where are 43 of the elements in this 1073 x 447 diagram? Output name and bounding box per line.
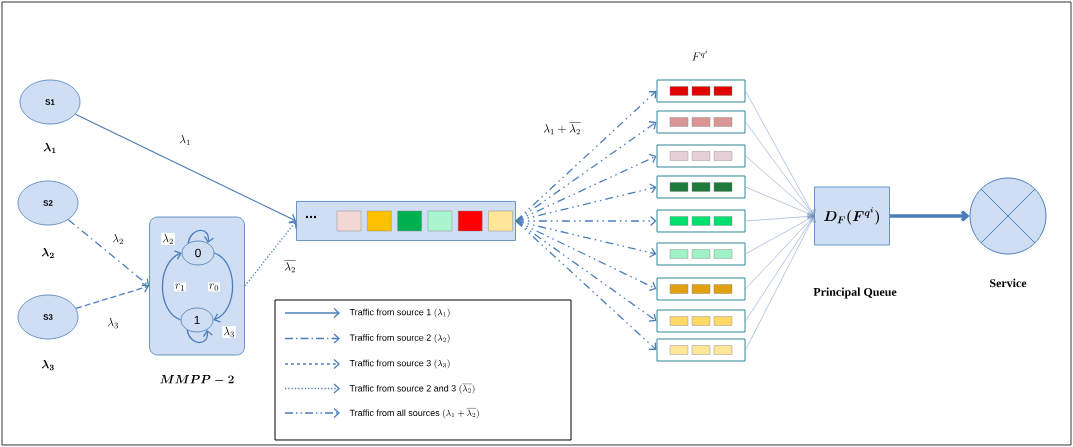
edge-label: $r_1$ xyxy=(174,282,186,292)
legend-text: $\text{Traffic from source 2 and 3 }(\overline{\lambda_2})$ xyxy=(349,383,475,394)
arrow xyxy=(74,113,297,224)
arrow xyxy=(75,282,150,310)
node-label: $\boldsymbol{MMPP-2}$ xyxy=(160,375,234,384)
principal-queue-box: $\boldsymbol{D_F(F^{q^i})}$ xyxy=(814,186,890,246)
node-caption: Principal Queue xyxy=(813,287,897,299)
node-caption: $\boldsymbol{\lambda_3}$ xyxy=(41,359,54,371)
arrow xyxy=(244,221,297,287)
arrow xyxy=(745,216,816,351)
edge-label: $\lambda_2$ xyxy=(111,232,125,246)
arrow xyxy=(187,229,214,244)
arrow xyxy=(515,153,657,222)
arrow xyxy=(515,91,657,222)
edge-label: $\overline{\lambda_2}$ xyxy=(283,258,297,274)
arrow xyxy=(515,220,657,258)
arrow xyxy=(745,155,815,217)
arrow xyxy=(161,250,182,321)
arrow xyxy=(213,252,234,323)
node-caption: Service xyxy=(990,278,1027,288)
edge-label: $r_0$ xyxy=(208,282,220,292)
arrow xyxy=(515,220,657,350)
edge-label: $\lambda_1$ xyxy=(178,133,192,147)
arrow xyxy=(745,214,814,255)
edge-label: $\lambda_3$ xyxy=(106,316,120,330)
arrow xyxy=(745,211,814,222)
arrow xyxy=(186,329,213,344)
node-caption: $\boldsymbol{\lambda_2}$ xyxy=(41,247,54,259)
service-circle xyxy=(969,177,1047,255)
arrow xyxy=(745,216,815,290)
legend-text: $\text{Traffic from source 3 }(\lambda_3)$ xyxy=(349,359,450,369)
legend-text: $\text{Traffic from source 2 }(\lambda_2)$ xyxy=(349,334,450,343)
edge-label: $\lambda_1+\overline{\lambda_2}$ xyxy=(542,120,582,136)
arrow xyxy=(745,121,815,216)
node-caption: $\boldsymbol{\lambda_1}$ xyxy=(43,142,56,154)
arrow xyxy=(67,219,150,287)
legend-text: $\text{Traffic from all sources }(\lambda_1+\overline{\lambda_2})$ xyxy=(349,408,479,419)
arrow xyxy=(889,210,970,222)
arrow xyxy=(515,121,657,222)
arrow xyxy=(745,216,816,322)
arrow xyxy=(515,220,657,322)
legend-text: $\text{Traffic from source 1 }(\lambda_1)$ xyxy=(349,308,450,318)
queue-label: $F^{q^i}$ xyxy=(692,49,708,61)
